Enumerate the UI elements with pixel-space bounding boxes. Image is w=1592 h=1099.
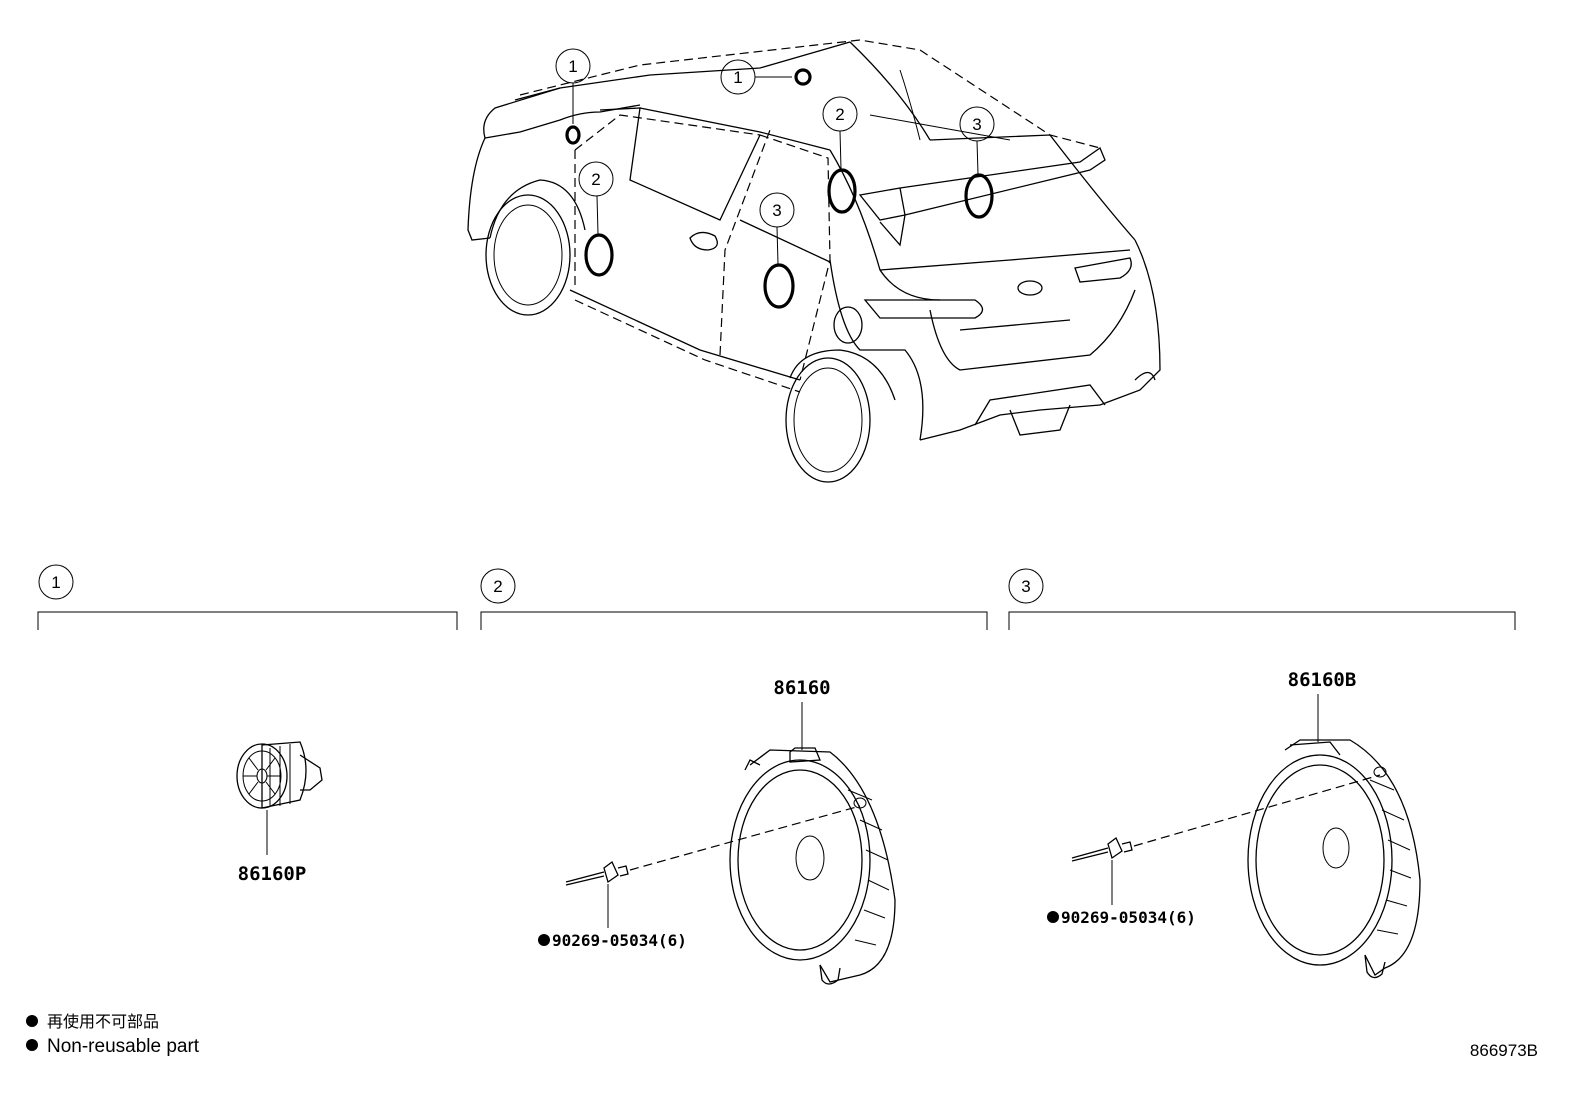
legend-english: Non-reusable part [47,1036,200,1057]
callout-3-left: 3 [772,201,781,220]
legend: 再使用不可部品 Non-reusable part [26,1012,200,1057]
section-2-label: 2 [493,577,502,596]
part-number-rivet-front: 90269-05034(6) [552,931,687,950]
non-reusable-dot-rear [1047,911,1059,923]
part-number-rivet-rear: 90269-05034(6) [1061,908,1196,927]
tweeter-part: 86160P [236,741,323,885]
front-speaker-part: 86160 90269-05034(6) [538,677,896,985]
diagram-code: 866973B [1470,1041,1538,1060]
location-mark-rear-speaker-left [763,263,795,309]
callout-3-right: 3 [972,115,981,134]
location-mark-tweeter-left [565,125,581,145]
callout-2-left: 2 [591,170,600,189]
section-1-label: 1 [51,573,60,592]
part-number-front-speaker: 86160 [773,677,830,699]
part-number-rear-speaker: 86160B [1288,669,1357,691]
section-3-label: 3 [1021,577,1030,596]
rear-speaker-part: 86160B 90269-05034(6) [1047,669,1421,979]
location-mark-front-speaker-right [827,168,857,214]
legend-japanese: 再使用不可部品 [47,1012,159,1031]
non-reusable-dot-front [538,934,550,946]
car-illustration [467,39,1161,483]
part-number-tweeter: 86160P [238,863,307,885]
legend-dot-english [26,1039,38,1051]
legend-dot-japanese [26,1015,38,1027]
location-mark-rear-speaker-right [964,173,994,219]
section-brackets: 1 2 3 [37,564,1516,630]
location-mark-front-speaker-left [584,233,614,277]
callout-1-right: 1 [733,68,742,87]
location-mark-tweeter-right [794,68,812,86]
callout-2-right: 2 [835,105,844,124]
speaker-location-marks: 1 1 2 2 3 3 [555,48,995,309]
callout-1-left: 1 [568,57,577,76]
